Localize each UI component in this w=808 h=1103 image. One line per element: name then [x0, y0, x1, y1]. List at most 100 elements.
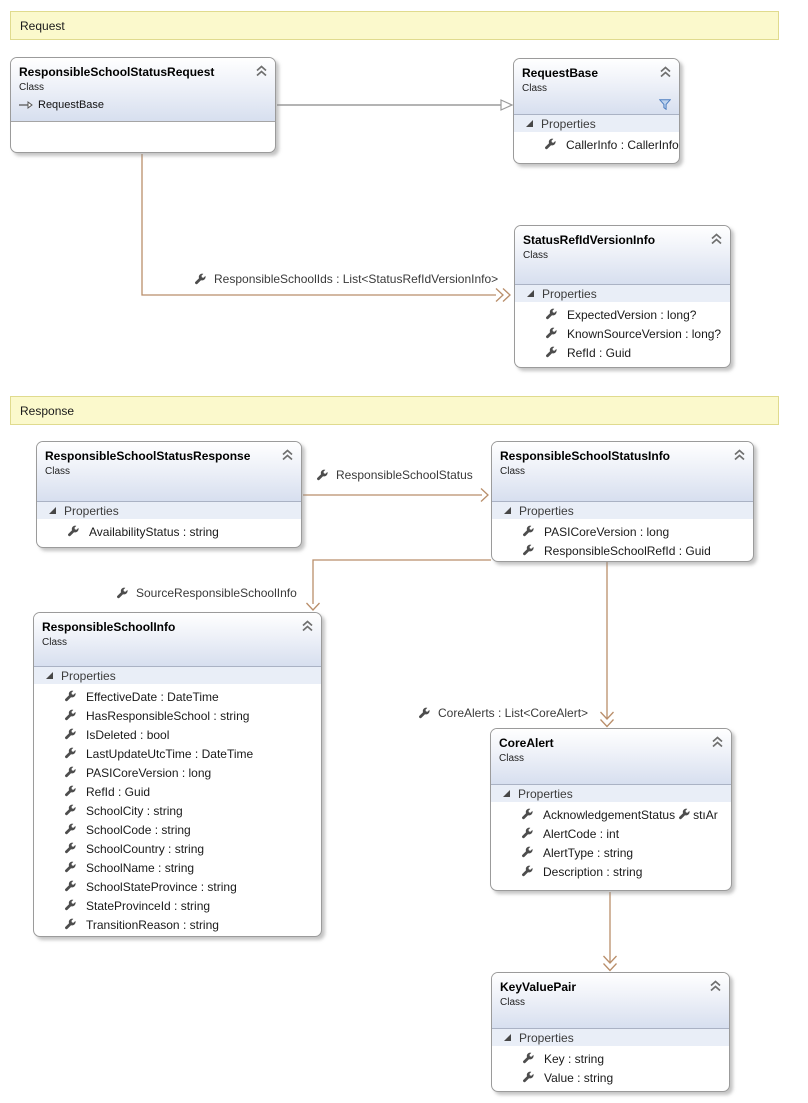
collapse-chevron-icon[interactable]: [733, 449, 746, 461]
properties-section-header[interactable]: Properties: [514, 114, 679, 132]
expander-icon[interactable]: [526, 120, 533, 127]
properties-section-header[interactable]: Properties: [491, 784, 731, 802]
property-row[interactable]: ResponsibleSchoolRefId : Guid: [492, 541, 753, 560]
property-row[interactable]: AcknowledgementStatus stıAr: [491, 805, 731, 824]
property-row[interactable]: SchoolName : string: [34, 858, 321, 877]
association-double-arrowhead-icon: [600, 719, 614, 728]
connector-corealerts[interactable]: [600, 562, 614, 728]
property-row[interactable]: AvailabilityStatus : string: [37, 522, 301, 541]
property-text: KnownSourceVersion : long?: [567, 326, 722, 341]
comment-banner-request[interactable]: Request: [10, 11, 779, 40]
connector-responsibleschoolstatus[interactable]: [303, 488, 489, 502]
banner-label: Response: [20, 403, 75, 418]
property-row[interactable]: AlertCode : int: [491, 824, 731, 843]
comment-banner-response[interactable]: Response: [10, 396, 779, 425]
property-row[interactable]: SchoolCode : string: [34, 820, 321, 839]
property-row[interactable]: LastUpdateUtcTime : DateTime: [34, 744, 321, 763]
class-stereotype: Class: [522, 83, 548, 94]
property-wrench-icon: [64, 766, 77, 779]
collapse-chevron-icon[interactable]: [659, 66, 672, 78]
property-row[interactable]: CallerInfo : CallerInfo: [514, 135, 679, 154]
property-row[interactable]: StateProvinceId : string: [34, 896, 321, 915]
property-row[interactable]: EffectiveDate : DateTime: [34, 687, 321, 706]
property-row[interactable]: KnownSourceVersion : long?: [515, 324, 730, 343]
property-row[interactable]: SchoolStateProvince : string: [34, 877, 321, 896]
connector-label-corealerts[interactable]: CoreAlerts : List<CoreAlert>: [418, 706, 588, 720]
collapse-chevron-icon[interactable]: [711, 736, 724, 748]
properties-section-header[interactable]: Properties: [492, 1028, 729, 1046]
association-double-arrowhead-icon: [603, 963, 617, 972]
properties-label: Properties: [542, 286, 597, 301]
class-box-keyvaluepair[interactable]: KeyValuePair Class Properties Key : stri…: [491, 972, 730, 1092]
properties-label: Properties: [541, 116, 596, 131]
properties-section-header[interactable]: Properties: [37, 501, 301, 519]
class-box-responsibleschoolstatusinfo[interactable]: ResponsibleSchoolStatusInfo Class Proper…: [491, 441, 754, 562]
properties-label: Properties: [519, 503, 574, 518]
properties-section-header[interactable]: Properties: [492, 501, 753, 519]
property-row[interactable]: SchoolCountry : string: [34, 839, 321, 858]
class-box-statusrefidversioninfo[interactable]: StatusRefIdVersionInfo Class Properties …: [514, 225, 731, 368]
properties-section-header[interactable]: Properties: [34, 666, 321, 684]
property-wrench-icon: [418, 707, 431, 720]
property-row[interactable]: Key : string: [492, 1049, 729, 1068]
property-row[interactable]: RefId : Guid: [515, 343, 730, 362]
property-wrench-icon: [64, 804, 77, 817]
property-text: Key : string: [544, 1051, 605, 1066]
collapse-chevron-icon[interactable]: [301, 620, 314, 632]
class-box-responsibleschoolinfo[interactable]: ResponsibleSchoolInfo Class Properties E…: [33, 612, 322, 937]
connector-label-text: CoreAlerts : List<CoreAlert>: [438, 706, 589, 720]
property-row[interactable]: AlertType : string: [491, 843, 731, 862]
class-box-responsibleschoolstatusresponse[interactable]: ResponsibleSchoolStatusResponse Class Pr…: [36, 441, 302, 548]
property-row[interactable]: IsDeleted : bool: [34, 725, 321, 744]
property-row[interactable]: RefId : Guid: [34, 782, 321, 801]
collapse-chevron-icon[interactable]: [710, 233, 723, 245]
class-header: ResponsibleSchoolStatusResponse Class: [37, 442, 301, 501]
properties-label: Properties: [64, 503, 119, 518]
property-row[interactable]: ExpectedVersion : long?: [515, 305, 730, 324]
property-text: AlertType : string: [543, 845, 634, 860]
collapse-chevron-icon[interactable]: [709, 980, 722, 992]
property-text: PASICoreVersion : long: [86, 765, 212, 780]
class-box-corealert[interactable]: CoreAlert Class Properties Acknowledgeme…: [490, 728, 732, 891]
property-row[interactable]: Value : string: [492, 1068, 729, 1087]
connector-corealert-keyvaluepair[interactable]: [603, 892, 617, 972]
connector-responsibleschoolids[interactable]: [141, 154, 511, 302]
property-row[interactable]: PASICoreVersion : long: [34, 763, 321, 782]
collapse-chevron-icon[interactable]: [255, 65, 268, 77]
connector-label-responsibleschoolids[interactable]: ResponsibleSchoolIds : List<StatusRefIdV…: [194, 272, 498, 286]
property-row[interactable]: Description : string: [491, 862, 731, 881]
expander-icon[interactable]: [49, 507, 56, 514]
property-wrench-icon: [64, 728, 77, 741]
property-wrench-icon: [521, 827, 534, 840]
filter-icon[interactable]: [659, 99, 671, 110]
property-text: Description : string: [543, 864, 643, 879]
class-header: RequestBase Class: [514, 59, 679, 114]
class-box-requestbase[interactable]: RequestBase Class Properties CallerInfo …: [513, 58, 680, 164]
property-wrench-icon: [521, 846, 534, 859]
class-title: ResponsibleSchoolStatusResponse: [45, 449, 251, 463]
property-text: StateProvinceId : string: [86, 898, 211, 913]
property-row[interactable]: PASICoreVersion : long: [492, 522, 753, 541]
property-text: Value : string: [544, 1070, 614, 1085]
connector-sourceresponsibleschoolinfo[interactable]: [306, 559, 492, 611]
expander-icon[interactable]: [527, 290, 534, 297]
expander-icon[interactable]: [504, 507, 511, 514]
property-wrench-icon: [545, 308, 558, 321]
connector-label-responsibleschoolstatus[interactable]: ResponsibleSchoolStatus: [316, 468, 473, 482]
property-wrench-icon: [316, 469, 329, 482]
class-title: CoreAlert: [499, 736, 554, 750]
property-row[interactable]: HasResponsibleSchool : string: [34, 706, 321, 725]
expander-icon[interactable]: [504, 1034, 511, 1041]
property-row[interactable]: SchoolCity : string: [34, 801, 321, 820]
properties-section-header[interactable]: Properties: [515, 284, 730, 302]
base-type-row[interactable]: RequestBase: [19, 99, 249, 111]
expander-icon[interactable]: [46, 672, 53, 679]
expander-icon[interactable]: [503, 790, 510, 797]
property-row[interactable]: TransitionReason : string: [34, 915, 321, 934]
class-stereotype: Class: [500, 997, 526, 1008]
connector-label-sourceresponsibleschoolinfo[interactable]: SourceResponsibleSchoolInfo: [116, 586, 297, 600]
connector-inheritance-requestbase[interactable]: [277, 99, 514, 111]
class-header: ResponsibleSchoolStatusRequest Class Req…: [11, 58, 275, 122]
class-box-responsibleschoolstatusrequest[interactable]: ResponsibleSchoolStatusRequest Class Req…: [10, 57, 276, 153]
collapse-chevron-icon[interactable]: [281, 449, 294, 461]
